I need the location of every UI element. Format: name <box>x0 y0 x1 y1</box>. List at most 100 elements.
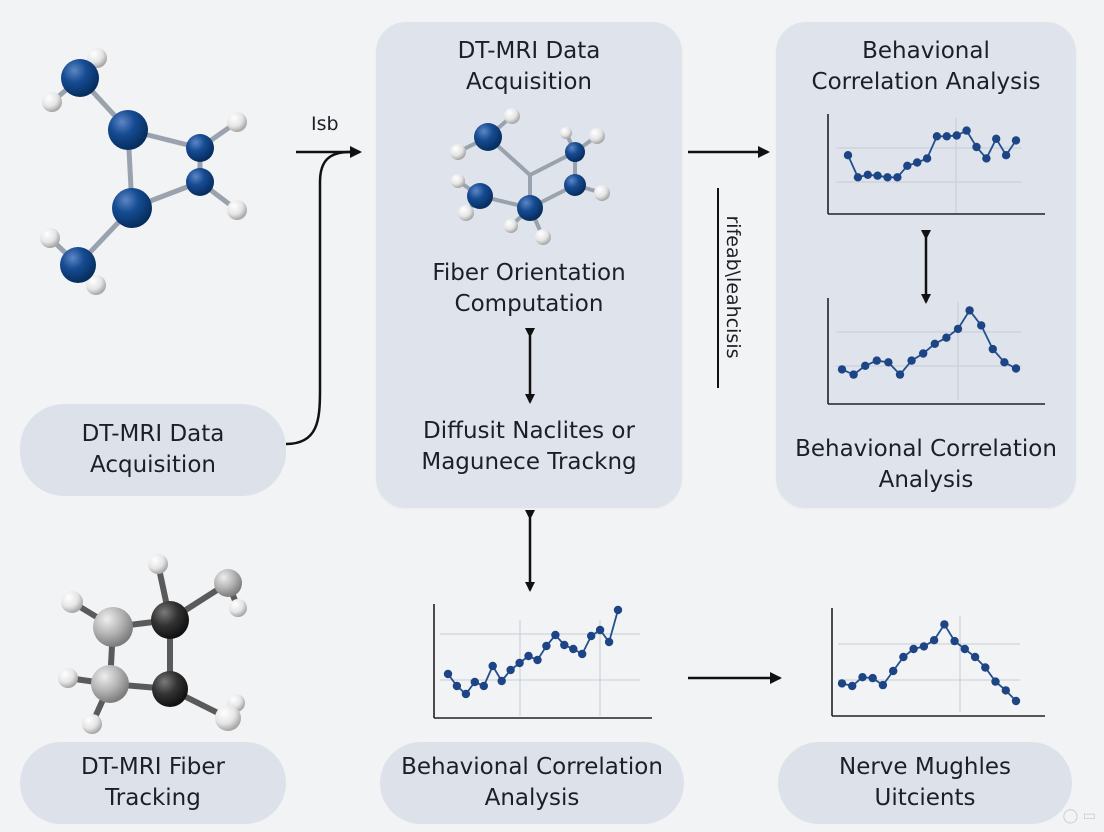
chart-1-point-3 <box>873 171 882 180</box>
atom <box>93 607 133 647</box>
chart-4-point-6 <box>899 652 908 662</box>
chart-2-point-10 <box>953 324 963 334</box>
correlation-analysis-pill-label: Behavional Correlation Analysis <box>401 754 663 811</box>
chart-4-point-7 <box>909 644 918 654</box>
chart-3-point-18 <box>604 637 614 647</box>
fiber-tracking-pill-label: DT-MRI Fiber Tracking <box>80 754 226 811</box>
atom <box>565 142 585 162</box>
chart-3-point-10 <box>533 655 542 665</box>
molecule-bottom-left <box>67 563 241 726</box>
atom <box>594 185 610 201</box>
chart-1-point-10 <box>942 132 951 141</box>
atom <box>87 48 107 68</box>
atom <box>112 188 152 228</box>
chart-3-point-2 <box>461 689 471 699</box>
chart-4-point-8 <box>919 642 929 651</box>
chart-1-point-2 <box>863 170 872 179</box>
chart-2-point-15 <box>1011 364 1021 373</box>
acquisition-pill-label: DT-MRI Data Acquisition <box>81 421 225 478</box>
chart-3-point-15 <box>578 649 587 659</box>
chart-3-axes <box>433 604 652 719</box>
chart-4-point-12 <box>960 644 969 654</box>
atom <box>517 195 543 221</box>
right-panel-title: Behavional Correlation Analysis <box>811 38 1041 95</box>
chart-1-point-4 <box>883 173 892 182</box>
atom <box>108 110 148 150</box>
chart-3-point-17 <box>595 625 605 635</box>
arrow-label: Isb <box>311 113 339 135</box>
atom <box>467 183 493 209</box>
chart-4-point-1 <box>848 681 857 691</box>
correlation-analysis-pill: Behavional Correlation Analysis <box>380 742 684 824</box>
atom <box>151 601 189 639</box>
atom <box>504 108 520 124</box>
chart-1-point-1 <box>853 173 863 182</box>
chart-4-point-14 <box>981 663 990 672</box>
chart-1-point-13 <box>972 142 981 152</box>
chart-4-point-11 <box>950 636 959 646</box>
chart-2-point-9 <box>942 333 951 342</box>
diffusion-tracking-label: Diffusit Naclites or Magunece Trackng <box>421 418 637 475</box>
chart-1-series-line <box>847 129 1017 179</box>
chart-3-point-4 <box>479 681 488 691</box>
chart-2-point-8 <box>930 339 939 348</box>
chart-2-point-4 <box>884 358 893 367</box>
chart-3-point-14 <box>569 644 578 654</box>
chart-2-point-6 <box>907 356 916 365</box>
chart-2-point-13 <box>988 344 997 354</box>
atom <box>560 127 572 139</box>
chart-1-point-14 <box>982 154 991 163</box>
chart-4-point-13 <box>970 652 980 662</box>
atom <box>214 569 242 597</box>
chart-1-point-12 <box>962 126 971 135</box>
atom <box>60 247 96 283</box>
chart-1-point-5 <box>893 173 902 182</box>
chart-4-point-15 <box>991 677 1000 686</box>
atom <box>227 112 247 132</box>
atom <box>458 205 474 221</box>
chart-2-point-3 <box>872 356 881 365</box>
chart-3-point-19 <box>613 605 623 615</box>
atom <box>61 591 83 613</box>
chart-4-point-4 <box>878 680 888 690</box>
atom <box>40 228 60 248</box>
chart-3-point-1 <box>452 681 462 691</box>
chart-2-point-2 <box>861 361 870 370</box>
chart-2-point-0 <box>837 365 847 374</box>
atom <box>451 174 465 188</box>
chart-3-point-16 <box>587 631 596 641</box>
chart-3-point-8 <box>515 658 524 668</box>
chart-3-point-7 <box>506 665 515 675</box>
atom <box>227 200 247 220</box>
chart-2-axes <box>827 298 1045 405</box>
chart-3-point-6 <box>497 676 506 686</box>
nerve-pill: Nerve Mughles Uitcients <box>778 742 1072 824</box>
atom <box>91 665 129 703</box>
chart-4-point-16 <box>1001 686 1010 695</box>
atom <box>186 134 214 162</box>
atom <box>535 229 551 245</box>
chart-3-point-9 <box>524 651 533 661</box>
atom <box>82 714 102 734</box>
atom <box>474 123 502 151</box>
chart-4-series-line <box>841 622 1017 702</box>
chart-1-point-6 <box>903 161 912 170</box>
atom <box>229 599 247 617</box>
chart-1-point-16 <box>1001 151 1011 160</box>
chart-1-point-9 <box>932 132 942 141</box>
chart-4-point-2 <box>858 673 867 682</box>
right-panel-bottom-label: Behavional Correlation Analysis <box>795 436 1057 493</box>
fiber-tracking-pill: DT-MRI Fiber Tracking <box>20 742 286 824</box>
atom <box>564 174 586 196</box>
chart-4-point-10 <box>940 620 949 629</box>
chart-3-point-12 <box>551 630 560 640</box>
chart-2-point-7 <box>919 349 928 358</box>
chart-series-layer <box>443 126 1021 706</box>
chart-3-point-13 <box>560 640 569 650</box>
chart-2-point-5 <box>895 370 905 379</box>
watermark-icon: ◯ ▭ <box>1062 808 1096 824</box>
atom <box>504 219 518 233</box>
chart-4-point-9 <box>929 636 939 645</box>
chart-1-point-11 <box>952 131 961 140</box>
